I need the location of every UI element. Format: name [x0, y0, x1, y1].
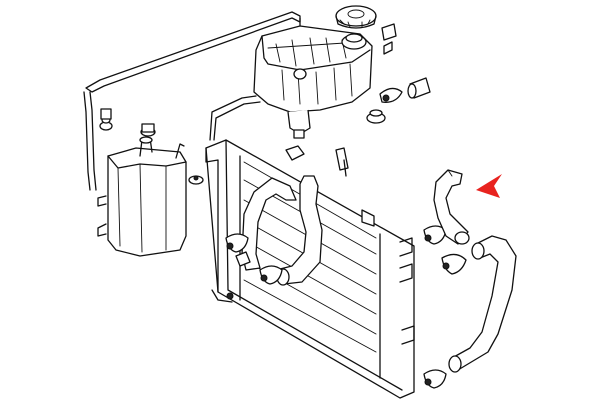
washer-reservoir[interactable] [97, 136, 187, 257]
expansion-tank-cap[interactable] [335, 5, 377, 29]
tank-bracket-parts [366, 23, 431, 124]
lower-hose[interactable] [448, 235, 517, 373]
expansion-tank[interactable] [209, 25, 373, 141]
hose-clamps [225, 225, 467, 389]
bypass-hose[interactable] [241, 175, 323, 286]
upper-hose[interactable] [433, 169, 470, 245]
red-arrow-icon [476, 174, 502, 198]
rubber-mounts [99, 108, 349, 185]
